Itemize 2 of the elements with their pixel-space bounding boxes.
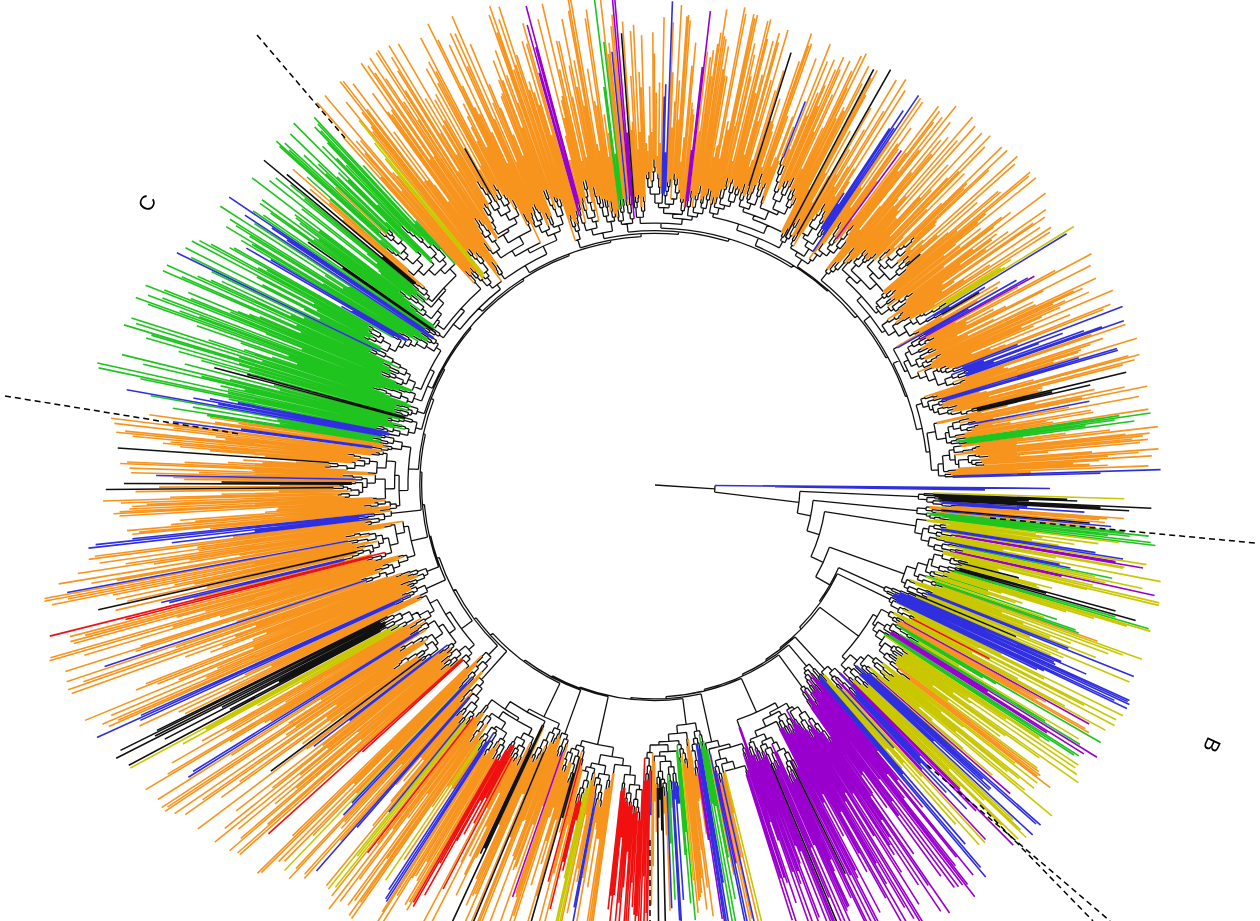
clade-label: C [139,195,155,210]
clade-label: B [1204,737,1221,752]
